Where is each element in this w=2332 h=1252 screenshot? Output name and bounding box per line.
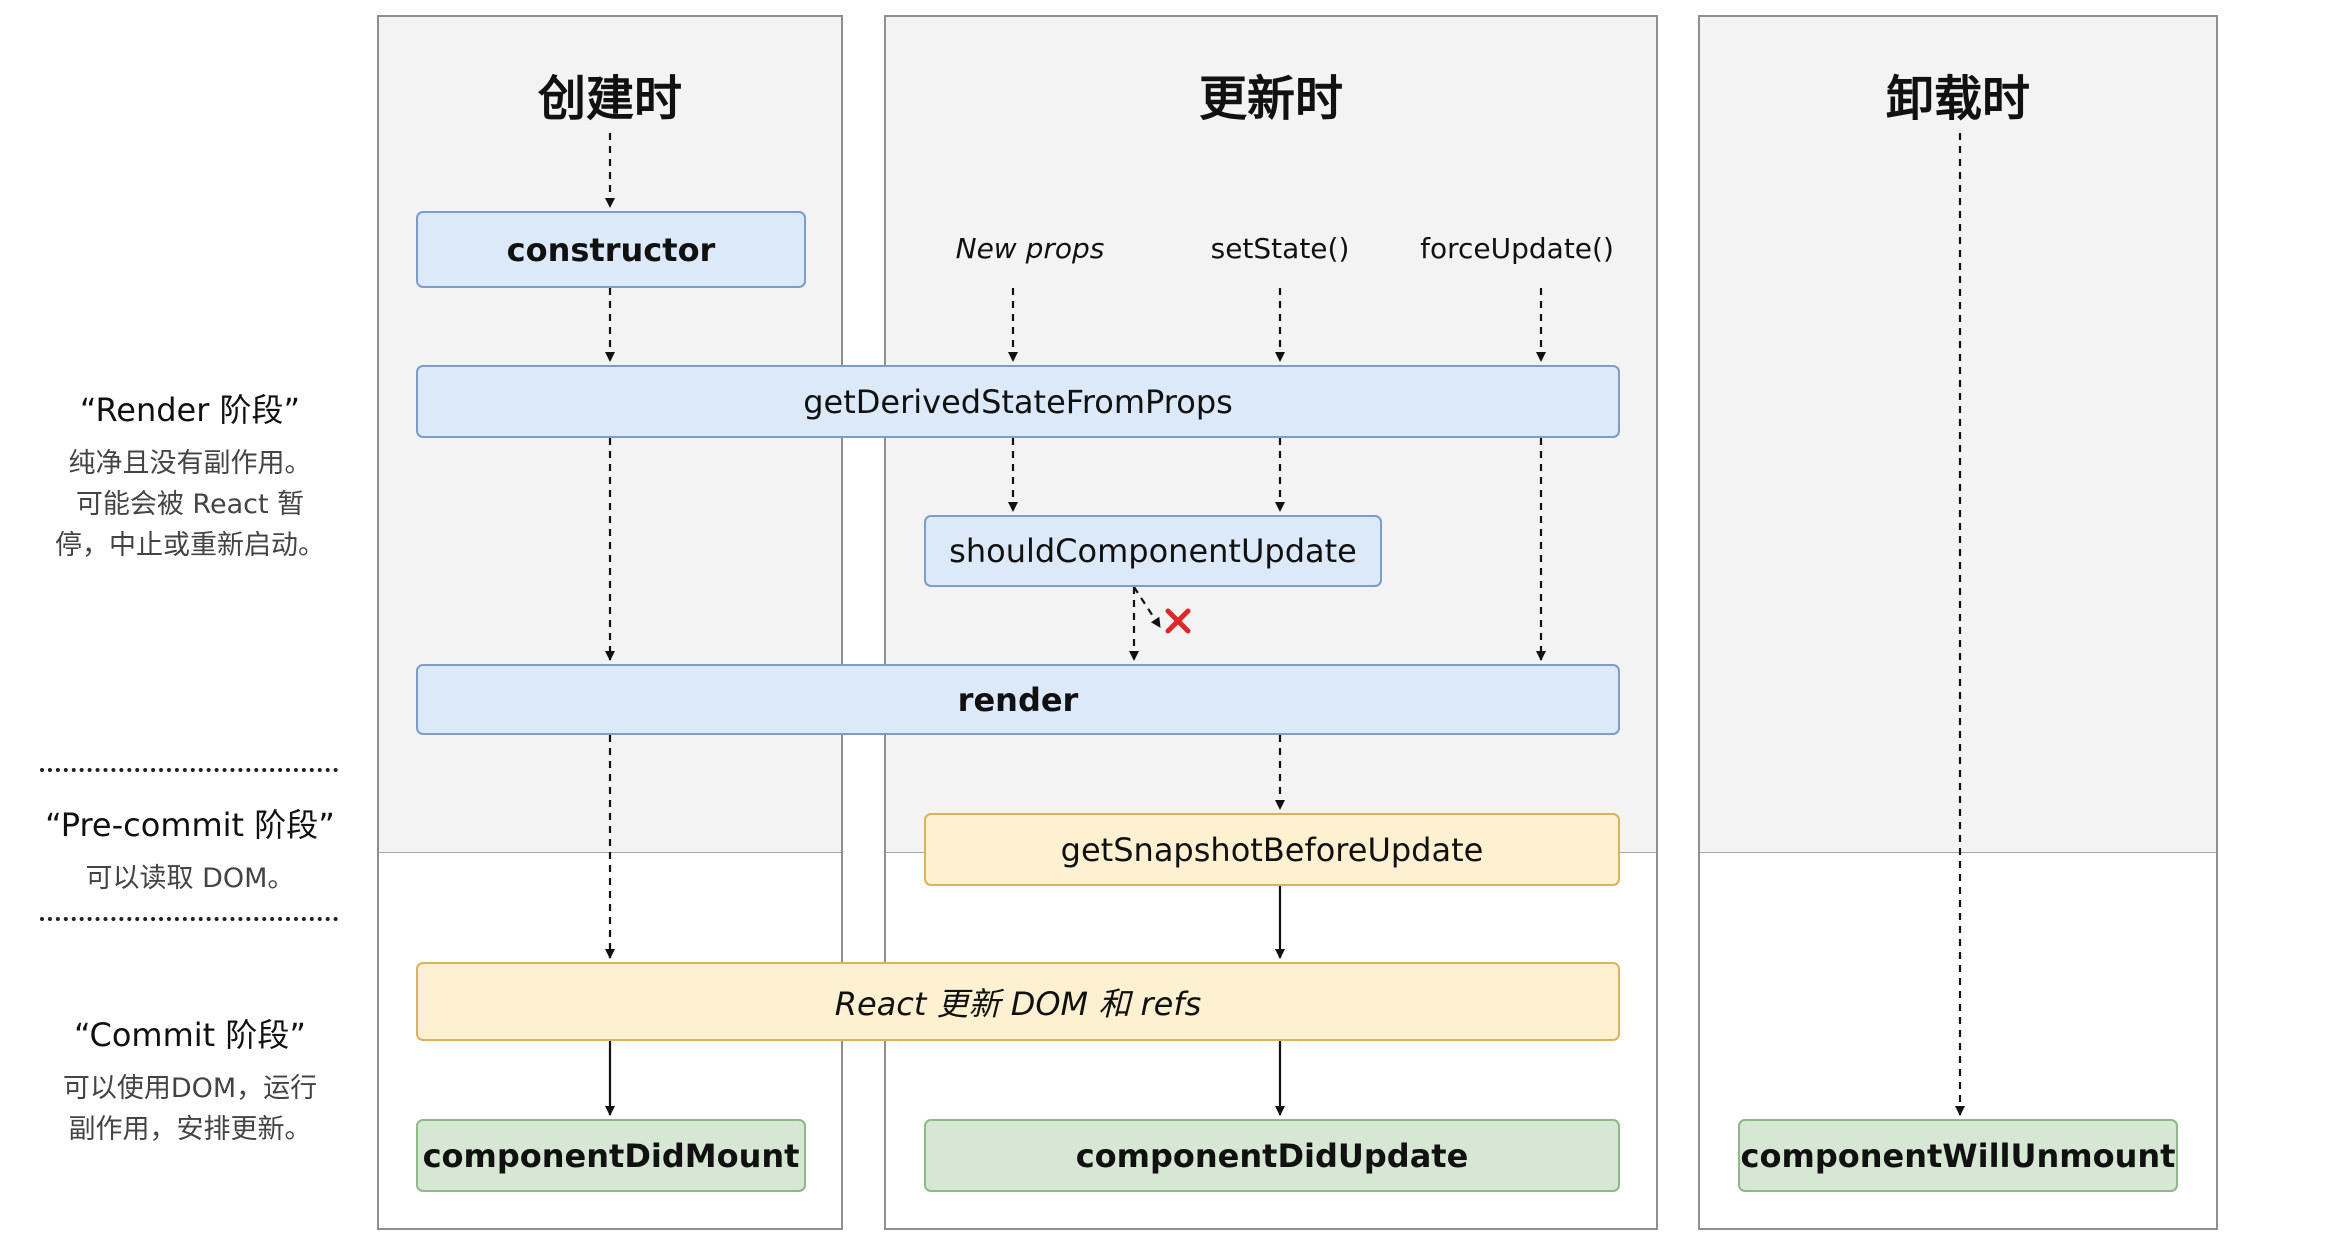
cancel-x-icon [1165, 608, 1191, 634]
get-derived-state-from-props-node: getDerivedStateFromProps [416, 365, 1620, 438]
commit-phase-title: “Commit 阶段” [74, 1016, 306, 1054]
precommit-phase-desc-line: 可以读取 DOM。 [85, 863, 295, 894]
trigger-set-state: setState() [1210, 232, 1350, 265]
component-did-update-node: componentDidUpdate [924, 1119, 1620, 1192]
get-snapshot-before-update-node: getSnapshotBeforeUpdate [924, 813, 1620, 886]
render-phase-label: “Render 阶段” 纯净且没有副作用。 可能会被 React 暂 停，中止或… [20, 385, 360, 566]
commit-phase-desc-line: 副作用，安排更新。 [68, 1114, 312, 1145]
phase-separator [40, 768, 338, 772]
render-phase-title: “Render 阶段” [79, 391, 301, 429]
render-phase-desc-line: 纯净且没有副作用。 [68, 448, 312, 479]
unmount-render-phase-area [1700, 17, 2216, 853]
component-will-unmount-node: componentWillUnmount [1738, 1119, 2178, 1192]
constructor-node: constructor [416, 211, 806, 288]
mount-column-title: 创建时 [537, 71, 682, 127]
render-phase-desc-line: 停，中止或重新启动。 [55, 530, 325, 561]
render-phase-desc-line: 可能会被 React 暂 [75, 489, 305, 520]
commit-phase-label: “Commit 阶段” 可以使用DOM，运行 副作用，安排更新。 [20, 1010, 360, 1150]
update-column-title: 更新时 [1198, 71, 1343, 127]
render-phase-description: 纯净且没有副作用。 可能会被 React 暂 停，中止或重新启动。 [20, 443, 360, 566]
precommit-phase-description: 可以读取 DOM。 [20, 858, 360, 899]
precommit-phase-label: “Pre-commit 阶段” 可以读取 DOM。 [20, 800, 360, 899]
arrow-scu-to-cancel [1133, 586, 1161, 628]
precommit-phase-title: “Pre-commit 阶段” [45, 806, 335, 844]
unmount-column: 卸载时 [1698, 15, 2218, 1230]
unmount-column-title: 卸载时 [1885, 71, 2030, 127]
should-component-update-node: shouldComponentUpdate [924, 515, 1382, 587]
trigger-new-props: New props [955, 232, 1105, 265]
render-node: render [416, 664, 1620, 735]
phase-separator [40, 917, 338, 921]
react-update-dom-and-refs-node: React 更新 DOM 和 refs [416, 962, 1620, 1041]
trigger-force-update: forceUpdate() [1420, 232, 1614, 265]
component-did-mount-node: componentDidMount [416, 1119, 806, 1192]
commit-phase-description: 可以使用DOM，运行 副作用，安排更新。 [20, 1068, 360, 1150]
commit-phase-desc-line: 可以使用DOM，运行 [62, 1073, 318, 1104]
